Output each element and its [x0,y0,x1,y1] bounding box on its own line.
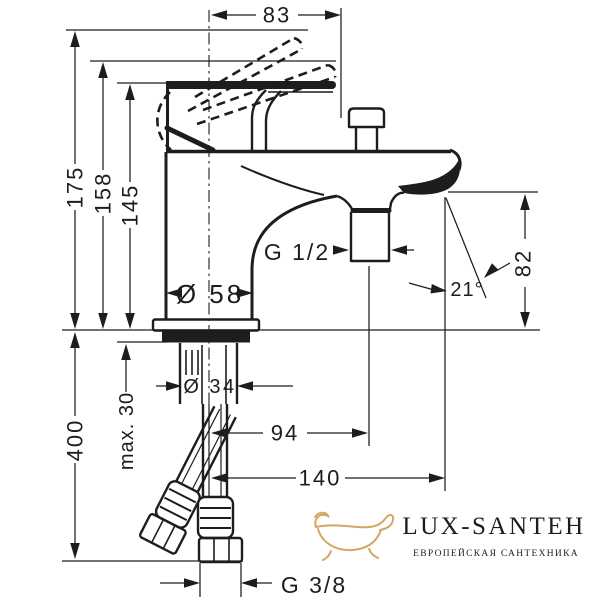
dim-height-body-label: 145 [118,184,143,227]
dim-handle-reach-label: 83 [263,3,291,28]
dim-shank-diameter-label: Ø 34 [183,376,236,398]
supply-hose-right [139,405,237,555]
mounting-base [151,318,261,404]
handle-lever [166,81,336,89]
dimension-lines [70,10,530,588]
dim-outlet-offset-label: 94 [271,421,299,446]
watermark-title: LUX-SANTEH [402,513,585,540]
dim-deck-max-label: max. 30 [116,392,138,470]
faucet-body [139,36,462,564]
dim-hose-thread-label: G 3/8 [281,572,347,598]
watermark: LUX-SANTEH ЕВРОПЕЙСКАЯ САНТЕХНИКА [314,511,585,561]
supply-hose-left [196,404,244,564]
spout-angle-line [445,197,487,299]
watermark-subtitle: ЕВРОПЕЙСКАЯ САНТЕХНИКА [413,547,579,559]
dim-outlet-height-label: 82 [511,249,536,277]
dim-body-diameter-label: Ø 58 [176,279,244,309]
dim-shower-thread-label: G 1/2 [264,239,330,265]
dimension-labels: 83 175 158 145 400 max. 30 82 94 140 Ø 5… [63,3,536,598]
dim-hose-length-label: 400 [63,419,88,462]
dim-height-open-label: 175 [63,166,88,209]
handle-raised-positions [156,36,337,151]
spout-outlet [398,159,460,195]
dim-height-mid-label: 158 [91,172,116,215]
dim-spout-reach-label: 140 [299,466,342,491]
dim-spout-angle-label: 21° [450,279,483,301]
bathtub-icon [314,511,395,561]
shower-hose-connection [349,212,391,263]
diverter-knob [347,107,386,150]
